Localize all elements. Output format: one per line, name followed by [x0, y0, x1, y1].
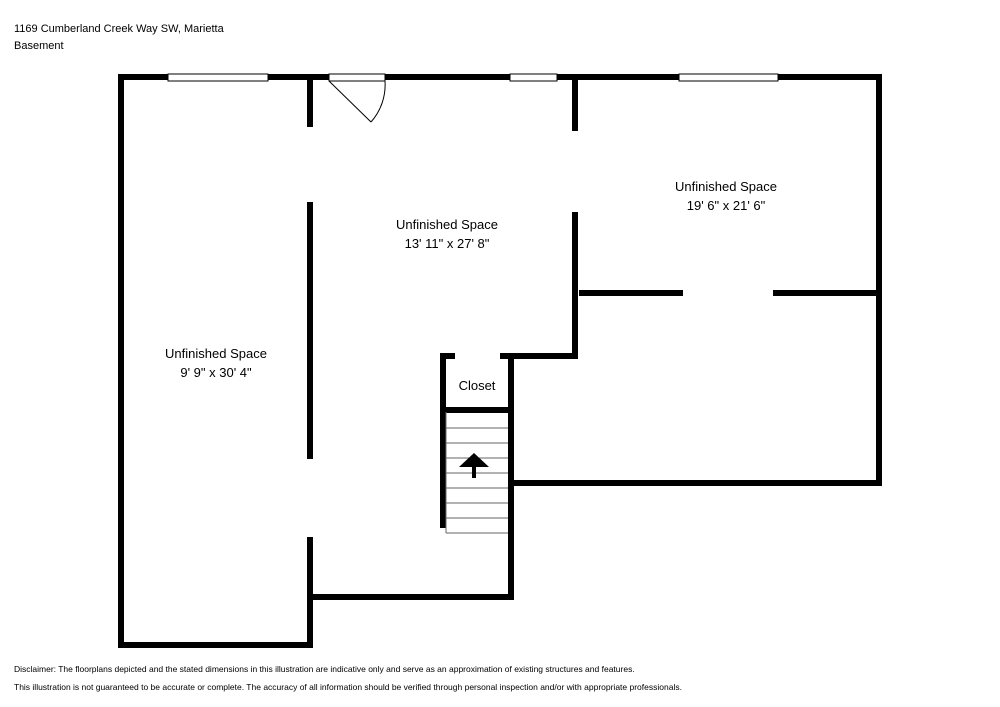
- disclaimer-line-2: This illustration is not guaranteed to b…: [14, 682, 682, 692]
- door: [328, 73, 386, 123]
- windows: [167, 73, 779, 82]
- window-3: [678, 73, 779, 82]
- room-1-dimensions: 9' 9" x 30' 4": [180, 365, 252, 380]
- disclaimer-line-1: Disclaimer: The floorplans depicted and …: [14, 664, 635, 674]
- window-2: [509, 73, 558, 82]
- window-1: [167, 73, 269, 82]
- closet-label: Closet: [459, 378, 496, 393]
- door-swing-arc: [370, 80, 386, 123]
- room-3-dimensions: 19' 6" x 21' 6": [687, 198, 766, 213]
- door-opening: [328, 73, 386, 82]
- room-1-name: Unfinished Space: [165, 346, 267, 361]
- walls: [118, 74, 882, 648]
- room-2-dimensions: 13' 11" x 27' 8": [405, 236, 490, 251]
- stairs: [445, 412, 508, 534]
- floor-level-label: Basement: [14, 40, 64, 52]
- door-leaf: [328, 80, 372, 123]
- stair-up-arrow-icon: [459, 453, 489, 478]
- room-3-name: Unfinished Space: [675, 179, 777, 194]
- property-address: 1169 Cumberland Creek Way SW, Marietta: [14, 23, 224, 35]
- room-2-name: Unfinished Space: [396, 217, 498, 232]
